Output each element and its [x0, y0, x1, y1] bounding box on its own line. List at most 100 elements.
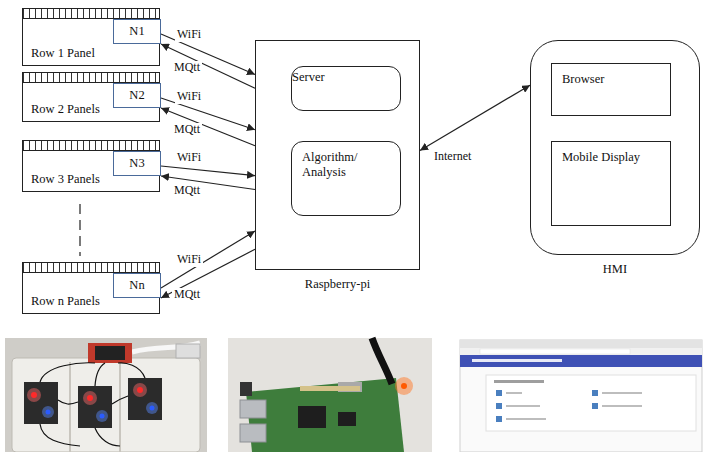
node-label: Mobile Display — [562, 150, 642, 165]
node-label: N1 — [129, 24, 144, 39]
dashboard-screenshot — [460, 340, 702, 452]
tray — [12, 358, 200, 452]
connector-label: MQtt — [172, 61, 202, 75]
connector-label: MQtt — [172, 184, 202, 198]
led — [46, 410, 51, 415]
led — [150, 406, 155, 411]
text-bar — [506, 418, 546, 420]
header-title-bar — [472, 359, 562, 362]
led-glow — [146, 402, 158, 414]
panel-row: Row n Panels Nn — [22, 262, 160, 314]
panel-row: Row 1 Panel N1 — [22, 8, 160, 66]
continuation-dashes — [79, 204, 80, 256]
node-hardware-photo — [5, 338, 207, 452]
browser-toolbar — [460, 348, 702, 355]
led — [137, 387, 143, 393]
text-bar — [602, 405, 642, 407]
wires — [40, 363, 145, 446]
node-label: Row 3 Panels — [31, 172, 100, 187]
device-label: HMI — [603, 262, 627, 277]
panel-row: Row 3 Panels N3 — [22, 140, 160, 192]
icon — [592, 403, 598, 409]
connector-label: WiFi — [175, 28, 203, 42]
connector-arrow — [161, 231, 255, 288]
icon — [496, 390, 502, 396]
raspberry-pi-box: Raspberry-piServerAlgorithm/ Analysis — [255, 40, 420, 270]
node-label: N3 — [129, 156, 144, 171]
browser-tabs — [460, 340, 702, 348]
server-box: Server — [291, 66, 401, 111]
node-label: Browser — [562, 72, 642, 87]
screen — [460, 340, 702, 452]
node-label: Server — [292, 70, 325, 84]
connector-arrow — [161, 44, 255, 88]
connector-arrow — [420, 85, 530, 150]
led-glow — [133, 383, 147, 397]
node-label: Algorithm/ Analysis — [302, 150, 382, 180]
led-glow — [42, 406, 54, 418]
node-label: Nn — [129, 278, 144, 293]
photo-ground — [228, 338, 432, 452]
card — [486, 375, 696, 431]
charger — [176, 344, 200, 358]
sensor-node: N3 — [113, 151, 161, 176]
led-glow — [395, 377, 413, 395]
node-label: Row n Panels — [31, 294, 100, 309]
sensor-board — [128, 378, 162, 420]
display-box: Mobile Display — [551, 141, 671, 226]
sensor-node: N2 — [113, 83, 161, 108]
connector-label: WiFi — [175, 90, 203, 104]
connector-label: WiFi — [175, 253, 203, 267]
tray-divider — [69, 362, 71, 452]
card-title-bar — [494, 380, 544, 383]
hmi-device: HMIBrowserMobile Display — [530, 40, 700, 255]
text-bar — [506, 392, 522, 394]
icon — [592, 390, 598, 396]
led — [31, 392, 37, 398]
node-label: Row 1 Panel — [31, 46, 95, 61]
chip — [298, 406, 326, 428]
icon — [496, 416, 502, 422]
sensor-node: Nn — [113, 273, 161, 298]
led-glow — [27, 388, 41, 402]
connector-label: Internet — [432, 150, 473, 164]
panel-cells — [23, 73, 159, 83]
sensor-node: N1 — [113, 19, 161, 44]
text-bar — [506, 405, 540, 407]
led — [100, 414, 105, 419]
connector — [240, 382, 252, 396]
power-cable — [372, 338, 392, 384]
app-header — [460, 355, 702, 367]
usb-port — [240, 400, 266, 418]
address-bar — [480, 349, 630, 354]
sensor-board — [24, 382, 58, 424]
connector-arrow — [161, 108, 255, 146]
node-label: N2 — [129, 88, 144, 103]
browser-box: Browser — [551, 63, 671, 116]
algorithm-box: Algorithm/ Analysis — [291, 141, 401, 216]
connector-arrow — [161, 166, 255, 176]
icon — [496, 403, 502, 409]
battery-cells — [95, 346, 125, 360]
gpio-header — [300, 386, 360, 391]
tray-divider — [119, 362, 121, 452]
pcb — [246, 378, 404, 452]
node-label: Row 2 Panels — [31, 102, 100, 117]
led-glow — [96, 410, 108, 422]
photo-ground — [5, 338, 207, 452]
device-label: Raspberry-pi — [305, 277, 370, 292]
usb-port — [240, 424, 266, 442]
raspberry-pi-photo — [228, 338, 432, 452]
connector-label: WiFi — [175, 151, 203, 165]
chip — [338, 412, 356, 426]
panel-cells — [23, 9, 159, 19]
panel-cells — [23, 263, 159, 273]
led — [87, 395, 93, 401]
connector-label: MQtt — [172, 288, 202, 302]
led — [401, 383, 407, 389]
led-glow — [83, 391, 97, 405]
panel-row: Row 2 Panels N2 — [22, 72, 160, 122]
panel-cells — [23, 141, 159, 151]
